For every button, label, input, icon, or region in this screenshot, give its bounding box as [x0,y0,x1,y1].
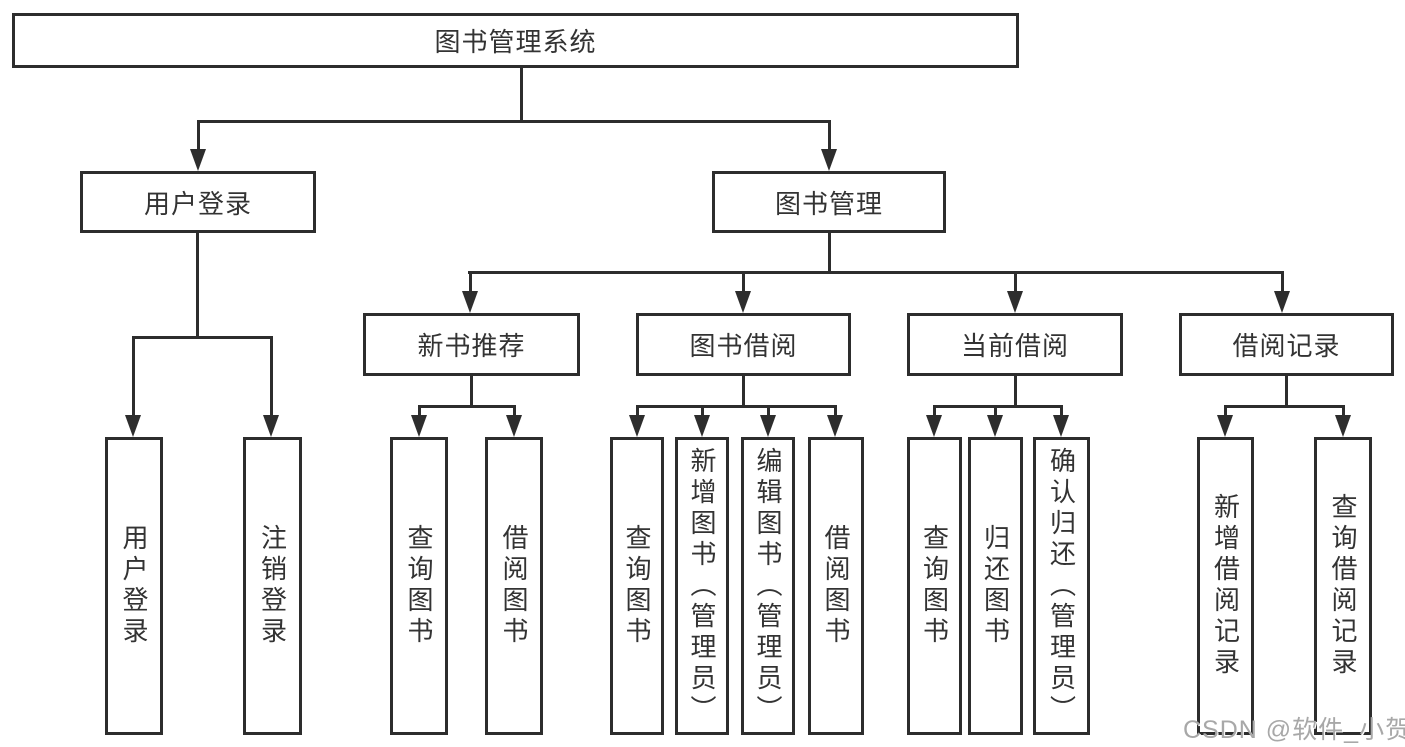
arrow-down-icon [1217,415,1233,437]
leaf-label: 注销登录 [257,524,288,648]
node-label: 图书管理系统 [434,27,597,57]
leaf-query-books-newbook: 查询图书 [390,437,448,735]
connector-line [1014,376,1017,405]
leaf-label: 归还图书 [980,524,1011,648]
connector-line [520,68,523,120]
node-book-borrowing: 图书借阅 [636,313,851,376]
leaf-borrow-books-borrowing: 借阅图书 [808,437,864,735]
connector-line [513,405,516,417]
connector-line [1342,405,1345,417]
connector-line [270,336,273,416]
connector-line [828,120,831,151]
leaf-label: 确认归还（管理员） [1046,446,1077,726]
leaf-confirm-return-admin: 确认归还（管理员） [1033,437,1090,735]
leaf-label: 新增借阅记录 [1210,493,1241,679]
leaf-label: 新增图书（管理员） [687,446,717,726]
connector-line [636,405,837,408]
leaf-logout-login: 注销登录 [243,437,302,735]
leaf-add-borrow-record: 新增借阅记录 [1197,437,1254,735]
leaf-query-books-borrowing: 查询图书 [610,437,664,735]
leaf-label: 用户登录 [119,524,149,648]
node-borrowing-records: 借阅记录 [1179,313,1394,376]
node-label: 借阅记录 [1232,331,1341,361]
connector-line [742,271,745,292]
arrow-down-icon [1335,415,1351,437]
arrow-down-icon [263,415,279,437]
arrow-down-icon [1007,291,1023,313]
node-library-management-system: 图书管理系统 [12,13,1019,68]
leaf-user-login: 用户登录 [105,437,163,735]
leaf-label: 查询图书 [404,524,434,648]
arrow-down-icon [411,415,427,437]
leaf-borrow-books-newbook: 借阅图书 [485,437,543,735]
connector-line [767,405,770,417]
arrow-down-icon [760,415,776,437]
node-label: 新书推荐 [417,331,526,361]
connector-line [132,336,135,416]
leaf-label: 查询借阅记录 [1328,493,1358,679]
connector-line [468,271,1284,274]
arrow-down-icon [1053,415,1069,437]
connector-line [1060,405,1063,417]
connector-line [1285,376,1288,405]
arrow-down-icon [827,415,843,437]
arrow-down-icon [926,415,942,437]
node-current-borrowing: 当前借阅 [907,313,1123,376]
connector-line [469,271,472,292]
leaf-query-books-current: 查询图书 [907,437,962,735]
connector-line [418,405,516,408]
connector-line [1014,271,1017,292]
leaf-edit-books-admin: 编辑图书（管理员） [741,437,795,735]
node-label: 图书管理 [774,188,883,219]
arrow-down-icon [821,149,837,171]
leaf-label: 借阅图书 [499,524,529,648]
connector-line [470,376,473,405]
connector-line [132,336,273,339]
leaf-label: 借阅图书 [821,524,851,648]
connector-line [196,233,199,336]
connector-line [834,405,837,417]
connector-line [828,233,831,271]
connector-line [1224,405,1344,408]
arrow-down-icon [125,415,141,437]
leaf-add-books-admin: 新增图书（管理员） [675,437,729,735]
node-label: 当前借阅 [960,331,1069,361]
arrow-down-icon [694,415,710,437]
connector-line [636,405,639,417]
node-label: 图书借阅 [689,331,798,361]
node-label: 用户登录 [143,188,252,219]
connector-line [1224,405,1227,417]
connector-line [994,405,997,417]
arrow-down-icon [987,415,1003,437]
arrow-down-icon [190,149,206,171]
connector-line [197,120,200,151]
arrow-down-icon [629,415,645,437]
connector-line [933,405,1062,408]
arrow-down-icon [462,291,478,313]
connector-line [933,405,936,417]
arrow-down-icon [1274,291,1290,313]
node-new-book-recommend: 新书推荐 [363,313,580,376]
connector-line [1281,271,1284,292]
connector-line [418,405,421,417]
leaf-label: 查询图书 [622,524,652,648]
leaf-label: 编辑图书（管理员） [753,446,783,726]
connector-line [701,405,704,417]
leaf-return-books: 归还图书 [968,437,1023,735]
arrow-down-icon [506,415,522,437]
node-book-management: 图书管理 [712,171,946,233]
arrow-down-icon [735,291,751,313]
csdn-watermark: CSDN @软件_小贺同学 [1183,716,1405,744]
node-user-login: 用户登录 [80,171,316,233]
connector-line [742,376,745,405]
leaf-label: 查询图书 [919,524,950,648]
leaf-query-borrow-record: 查询借阅记录 [1314,437,1372,735]
connector-line [197,120,831,123]
